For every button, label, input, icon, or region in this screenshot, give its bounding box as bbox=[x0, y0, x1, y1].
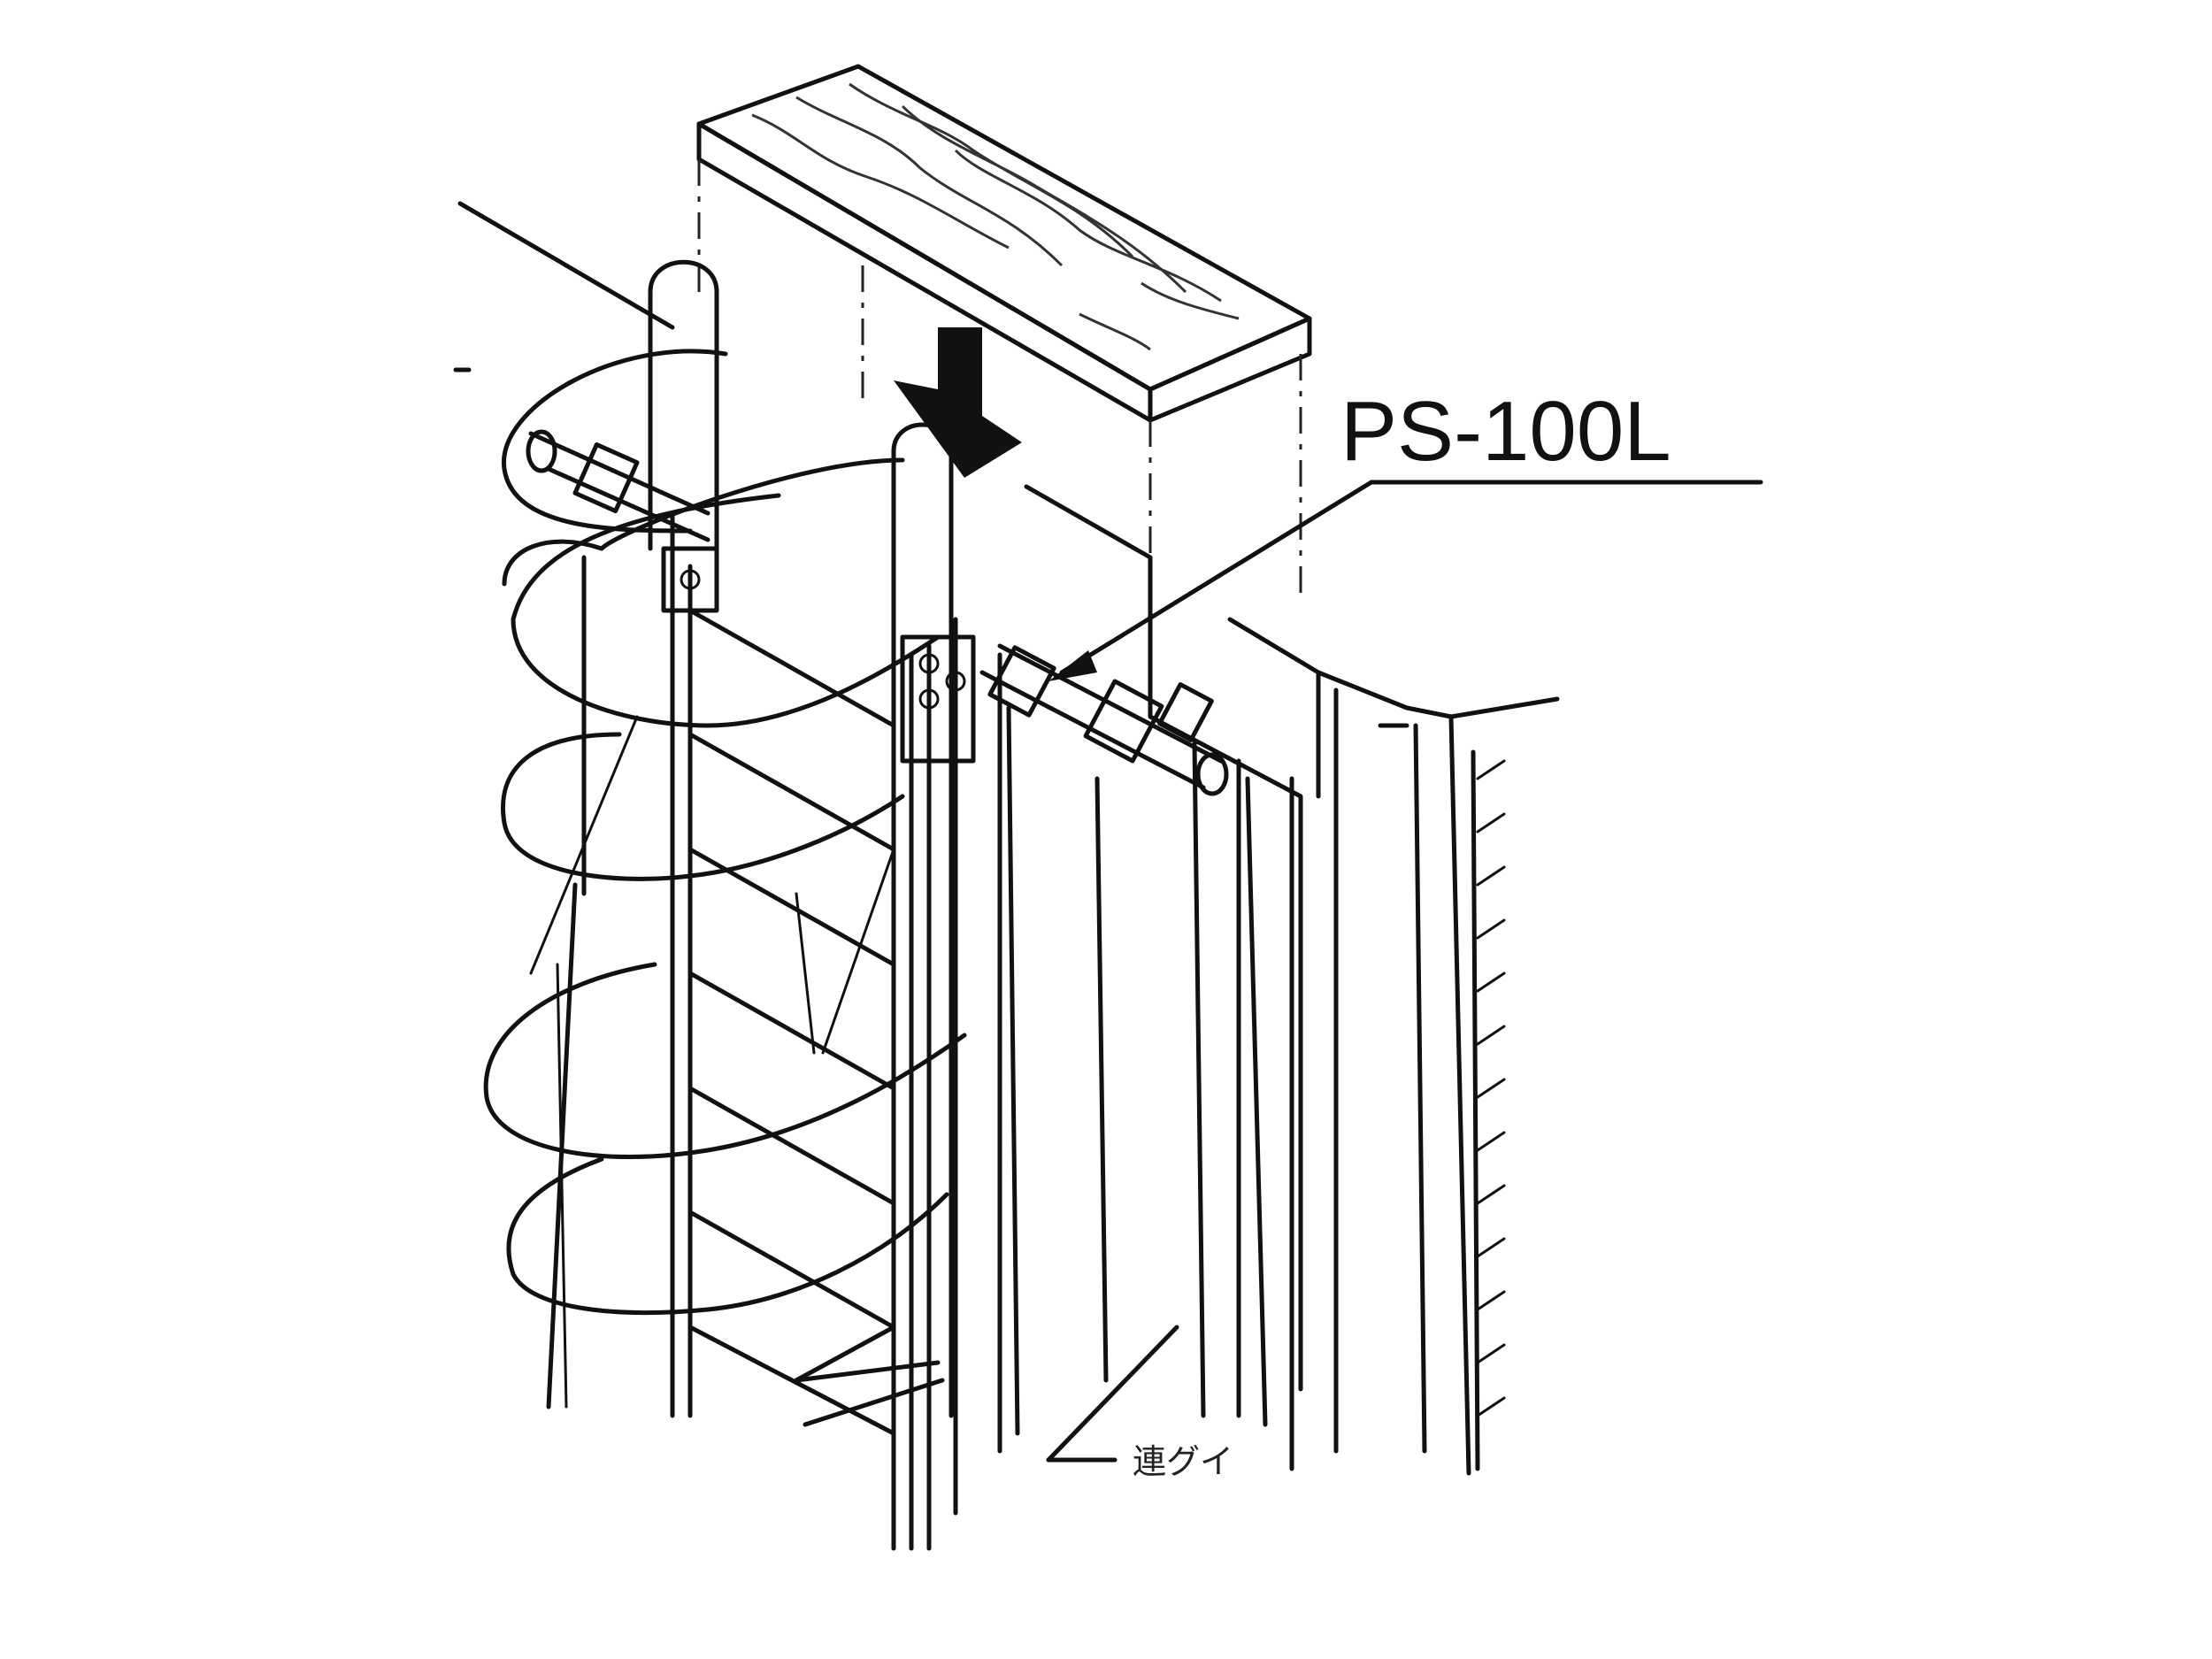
wall-structure bbox=[953, 484, 1560, 1516]
ladder-safety-cage bbox=[483, 349, 967, 1409]
brace-rod bbox=[803, 1378, 945, 1427]
wooden-plank bbox=[696, 64, 1312, 423]
ps-100l-clamp bbox=[979, 643, 1229, 796]
brace-rod bbox=[794, 1360, 941, 1383]
label-leader-diagonal bbox=[1059, 480, 1374, 675]
part-number-label: PS-100L bbox=[1340, 384, 1671, 479]
guy-wire-leader bbox=[1046, 1325, 1179, 1463]
guy-wire-label: 連グイ bbox=[1133, 1442, 1233, 1481]
down-arrow-icon bbox=[894, 327, 1022, 478]
mounting-bracket bbox=[900, 634, 976, 764]
ladder bbox=[648, 259, 976, 1551]
leader-arrowhead-icon bbox=[1048, 650, 1097, 681]
support-tube-left bbox=[526, 429, 710, 542]
mounting-bracket bbox=[661, 546, 719, 613]
reference-line bbox=[457, 201, 675, 330]
